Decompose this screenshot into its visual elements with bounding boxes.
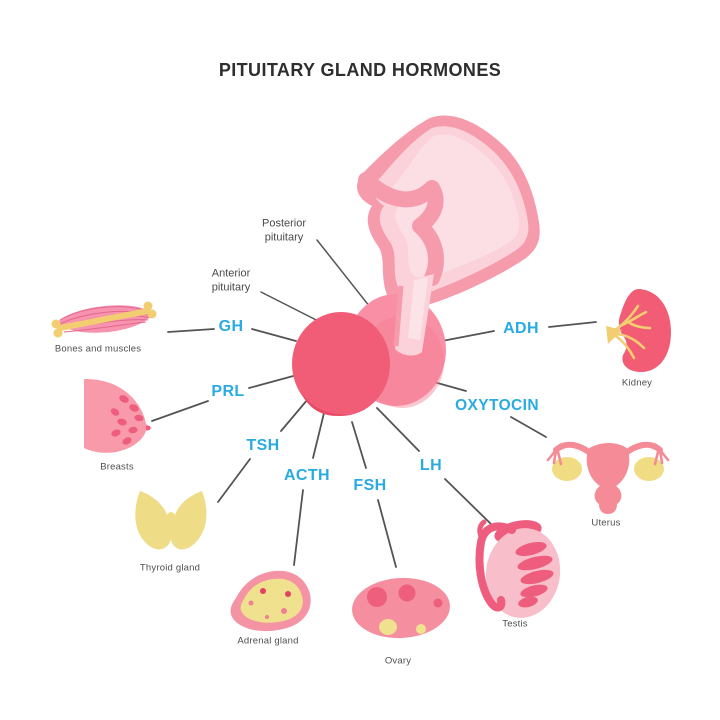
thyroid-illustration <box>135 491 207 550</box>
caption-thyroid-gland: Thyroid gland <box>139 562 201 574</box>
adrenal-illustration <box>230 570 311 632</box>
breast-illustration <box>84 379 152 453</box>
hormone-label-acth: ACTH <box>283 467 331 484</box>
connector-lines <box>151 239 597 568</box>
hormone-label-oxytocin: OXYTOCIN <box>455 397 539 414</box>
uterus-illustration <box>546 441 670 514</box>
hormone-label-prl: PRL <box>211 383 245 400</box>
caption-breasts: Breasts <box>100 461 134 473</box>
hormone-label-tsh: TSH <box>246 437 280 454</box>
pituitary-gland-illustration <box>292 115 540 416</box>
caption-adrenal-gland: Adrenal gland <box>237 635 299 647</box>
caption-bones-and-muscles: Bones and muscles <box>54 343 142 355</box>
ovary-illustration <box>352 577 450 639</box>
caption-uterus: Uterus <box>591 517 621 529</box>
muscle-and-bone-illustration <box>51 301 157 338</box>
hormone-label-lh: LH <box>419 457 443 474</box>
hormone-label-gh: GH <box>218 318 244 335</box>
anterior-pituitary-label: Anterior pituitary <box>211 267 251 293</box>
page-title: PITUITARY GLAND HORMONES <box>218 60 502 80</box>
caption-testis: Testis <box>502 618 528 630</box>
hormone-label-fsh: FSH <box>353 477 387 494</box>
caption-kidney: Kidney <box>621 377 653 389</box>
testis-illustration <box>475 519 561 618</box>
caption-ovary: Ovary <box>384 655 412 667</box>
kidney-illustration <box>606 288 671 372</box>
hormone-label-adh: ADH <box>503 320 539 337</box>
posterior-pituitary-label: Posterior pituitary <box>261 217 307 243</box>
